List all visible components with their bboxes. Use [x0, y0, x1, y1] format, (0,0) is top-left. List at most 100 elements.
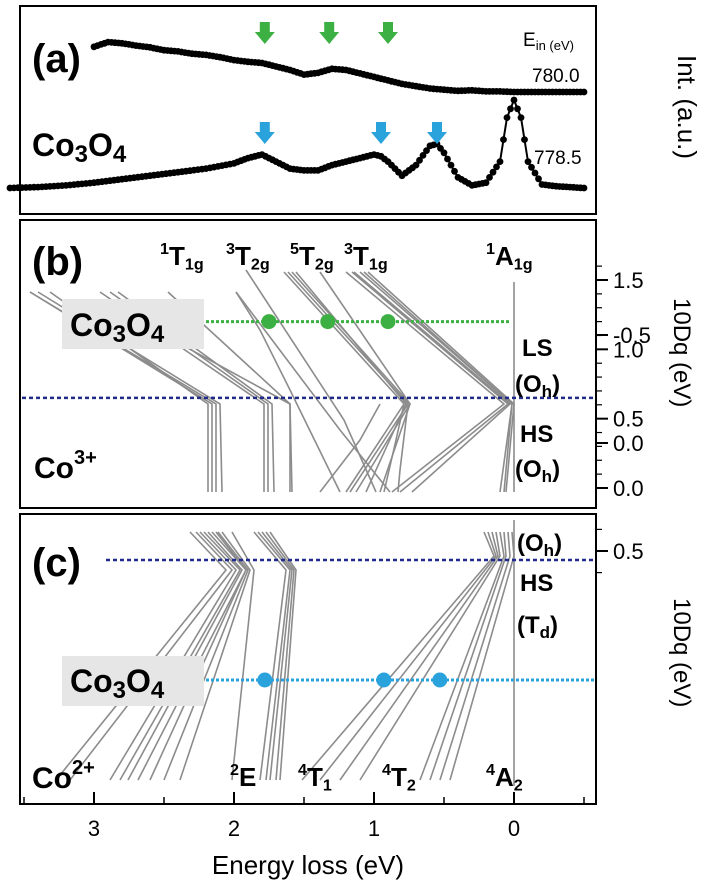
green-marker [320, 314, 336, 330]
panel-c-frame [19, 513, 597, 805]
state-label: 2E [230, 761, 256, 792]
state-label: 1T1g [160, 240, 204, 274]
series-point-778.5 [493, 163, 500, 171]
panel-b-material-box [62, 299, 204, 349]
energy-level-curve [367, 271, 515, 493]
series-point-778.5 [514, 105, 521, 113]
panel-b-y-tick-label: 1.5 [613, 268, 644, 293]
blue-arrow [427, 122, 447, 144]
panel-c-ylabel: 10Dq (eV) [668, 598, 695, 707]
green-marker [380, 314, 396, 330]
energy-level-curve [55, 531, 228, 781]
panel-a-ylabel: Int. (a.u.) [672, 55, 702, 159]
panel-a-arrows [254, 22, 447, 144]
green-marker [261, 314, 277, 330]
blue-marker [376, 672, 392, 688]
panel-b-ion: Co3+ [34, 447, 97, 485]
blue-marker [257, 672, 273, 688]
energy-level-curve [163, 531, 249, 781]
series-point-778.5 [535, 175, 542, 183]
energy-level-curve [383, 403, 405, 493]
series-point-778.5 [416, 156, 423, 164]
energy-level-curve [301, 531, 495, 781]
energy-level-curve [429, 531, 507, 781]
energy-level-curve [149, 531, 247, 781]
panel-c-material-box [62, 656, 204, 706]
energy-level-curve [235, 291, 341, 493]
energy-level-curve [345, 271, 506, 493]
x-tick-label: 2 [228, 816, 240, 841]
energy-level-curve [231, 531, 255, 781]
spectrum-780-label: 780.0 [532, 66, 580, 87]
series-point-778.5 [489, 168, 497, 176]
panel-c-y-tick-label: -0.5 [613, 323, 651, 348]
energy-level-curve [359, 531, 501, 781]
series-point-778.5 [500, 136, 507, 144]
panel-a-spectra [6, 38, 588, 192]
panel-b-material: Co3O4 [70, 307, 165, 348]
hs-label: HS [520, 421, 553, 448]
panel-b-frame [19, 219, 597, 509]
x-axis-label: Energy loss (eV) [212, 850, 404, 880]
green-arrow [254, 22, 275, 44]
series-point-778.5 [510, 96, 518, 104]
state-label: 5T2g [290, 240, 334, 274]
energy-level-curve [69, 531, 234, 781]
state-label: 4T2 [382, 761, 416, 795]
blue-arrow [371, 122, 391, 144]
panel-a-material: Co3O4 [32, 127, 127, 168]
energy-level-curve [339, 531, 499, 781]
energy-level-curve [319, 271, 411, 493]
energy-level-curve [109, 531, 237, 781]
panel-c-curves [55, 531, 515, 781]
series-point-778.5 [440, 149, 448, 157]
energy-level-curve [235, 291, 391, 493]
energy-level-curve [419, 531, 505, 781]
panel-a-tag: (a) [32, 37, 81, 81]
series-point-780.0 [580, 88, 588, 96]
series-point-778.5 [486, 174, 493, 181]
co3o4-markers [257, 314, 448, 688]
energy-level-curve [351, 271, 510, 493]
energy-level-curve [397, 403, 409, 493]
series-point-778.5 [507, 105, 514, 113]
energy-level-curve [353, 271, 512, 493]
energy-level-curve [257, 531, 291, 781]
oh-symmetry: (Oh) [517, 530, 562, 560]
panel-b-ylabel: 10Dq (eV) [668, 298, 695, 407]
energy-level-curve [439, 531, 511, 781]
state-label: 3T1g [344, 240, 388, 274]
energy-level-curve [179, 531, 251, 781]
td-symmetry: (Td) [517, 612, 558, 642]
series-point-778.5 [444, 155, 451, 163]
panel-b-y-tick-label: 0.5 [613, 407, 644, 432]
series-point-778.5 [451, 167, 458, 175]
series-point-778.5 [531, 169, 539, 177]
state-label: 1A1g [486, 240, 533, 274]
energy-level-curve [261, 531, 293, 781]
x-tick-label: 0 [508, 816, 520, 841]
energy-level-curve [167, 291, 291, 492]
reference-lines [22, 320, 594, 682]
x-tick-label: 3 [88, 816, 100, 841]
state-label: 4T1 [298, 761, 332, 795]
energy-level-curve [319, 403, 381, 493]
blue-arrow [254, 122, 275, 144]
energy-level-curve [363, 271, 513, 493]
incident-energy-label: Ein (eV) [523, 30, 574, 53]
panel-c-y-tick-label: 0.5 [613, 539, 644, 564]
series-point-778.5 [517, 114, 525, 121]
energy-level-curve [449, 531, 515, 781]
panel-b-y-tick-label: 1.0 [613, 337, 644, 362]
energy-level-curve [319, 531, 497, 781]
x-tick-label: 1 [368, 816, 380, 841]
panel-c-tag: (c) [32, 541, 81, 585]
energy-level-curve [127, 531, 243, 781]
energy-level-curve [119, 531, 241, 781]
panel-c-material: Co3O4 [70, 663, 165, 704]
energy-level-curve [265, 531, 295, 781]
series-point-778.5 [482, 179, 490, 187]
series-point-778.5 [496, 158, 504, 166]
green-arrow [378, 22, 398, 44]
